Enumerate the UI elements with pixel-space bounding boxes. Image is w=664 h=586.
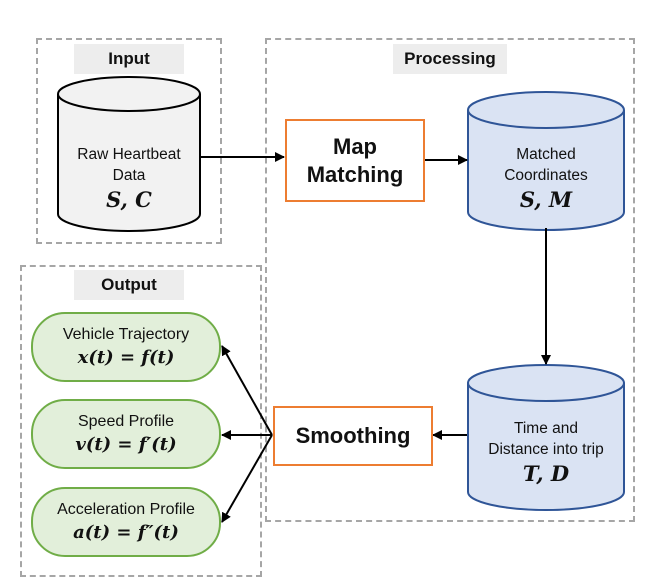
raw-data-math: S, C <box>106 187 152 212</box>
map-matching-box: Map Matching <box>285 119 425 202</box>
map-matching-line2: Matching <box>306 161 404 187</box>
matched-coordinates-cylinder-shape <box>467 91 625 231</box>
output-group <box>20 265 262 577</box>
smoothing-label: Smoothing <box>295 423 411 448</box>
time-distance-line1: Time and <box>513 420 579 437</box>
matched-coordinates-line2: Coordinates <box>504 167 588 184</box>
arrow-smoothing-to-trajectory <box>221 345 273 436</box>
input-title: Input <box>74 44 184 74</box>
vehicle-trajectory-math: x(t) = f(t) <box>77 347 175 368</box>
matched-coordinates-math: S, M <box>519 187 573 212</box>
raw-data-cylinder-shape <box>57 76 201 232</box>
map-matching-line1: Map <box>333 133 377 159</box>
time-distance-math: T, D <box>522 461 570 486</box>
speed-profile-node: Speed Profile v(t) = f′(t) <box>31 399 221 469</box>
matched-coordinates-node: Matched Coordinates S, M <box>468 144 624 214</box>
input-group <box>36 38 222 244</box>
time-distance-node: Time and Distance into trip T, D <box>468 418 624 488</box>
acceleration-profile-math: a(t) = f″(t) <box>73 522 179 543</box>
speed-profile-math: v(t) = f′(t) <box>75 434 177 455</box>
output-title: Output <box>74 270 184 300</box>
raw-data-line1: Raw Heartbeat <box>77 146 181 163</box>
raw-data-line2: Data <box>112 167 146 184</box>
acceleration-profile-label: Acceleration Profile <box>57 501 195 518</box>
speed-profile-label: Speed Profile <box>77 413 175 430</box>
matched-coordinates-line1: Matched <box>516 146 576 163</box>
time-distance-cylinder-shape <box>467 364 625 511</box>
arrow-smoothing-to-acceleration <box>221 434 273 523</box>
time-distance-line2: Distance into trip <box>488 441 604 458</box>
smoothing-box: Smoothing <box>273 406 433 466</box>
raw-data-node: Raw Heartbeat Data S, C <box>58 144 200 214</box>
acceleration-profile-node: Acceleration Profile a(t) = f″(t) <box>31 487 221 557</box>
vehicle-trajectory-label: Vehicle Trajectory <box>62 326 190 343</box>
processing-title: Processing <box>393 44 507 74</box>
processing-group <box>265 38 635 522</box>
vehicle-trajectory-node: Vehicle Trajectory x(t) = f(t) <box>31 312 221 382</box>
